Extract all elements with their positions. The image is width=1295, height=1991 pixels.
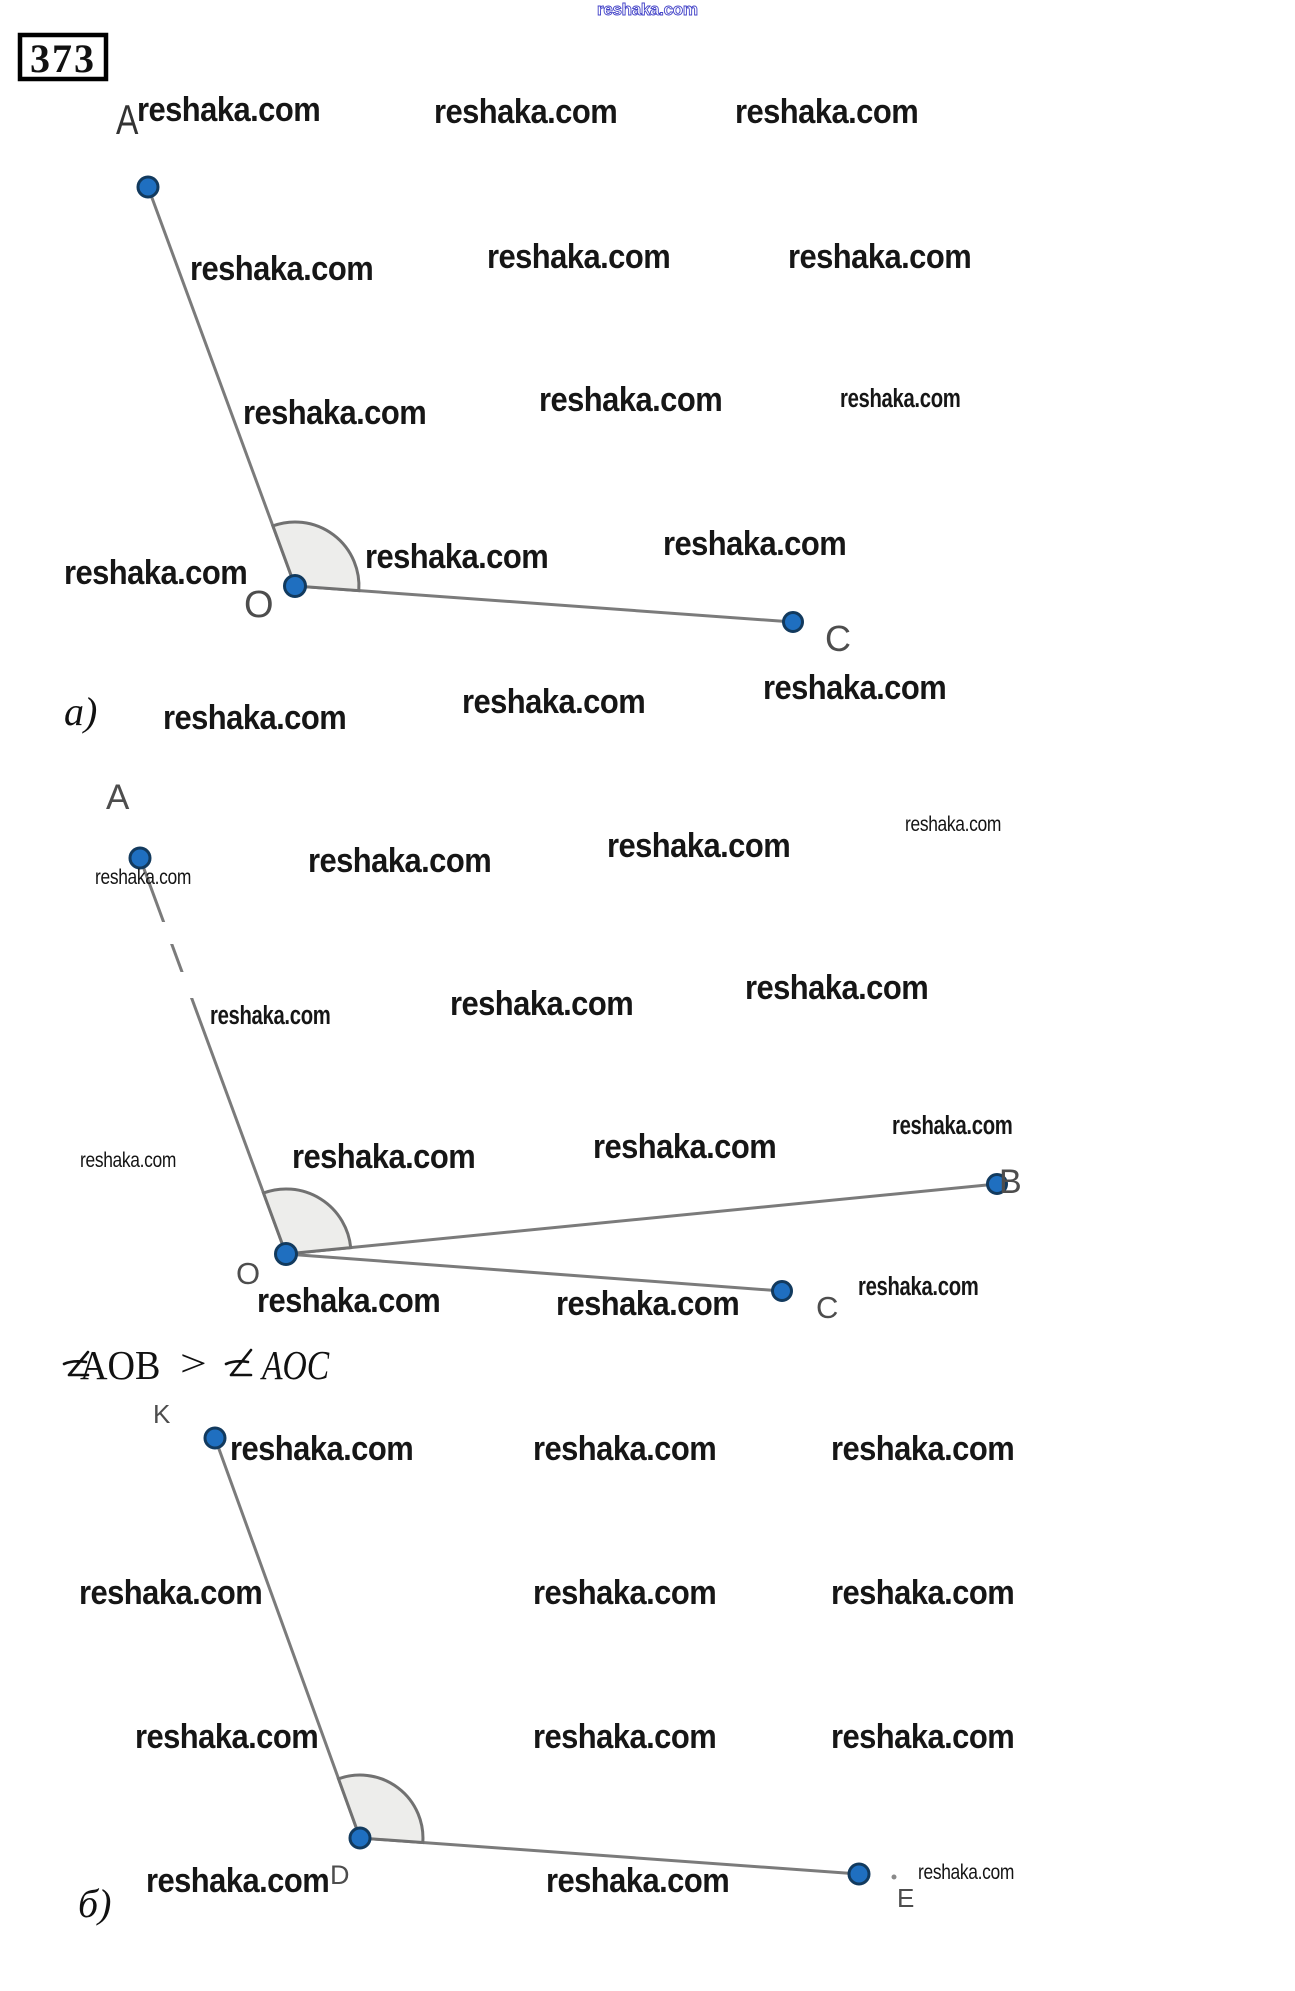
svg-text:O: O bbox=[244, 584, 274, 626]
svg-text:reshaka.com: reshaka.com bbox=[64, 554, 247, 592]
svg-text:reshaka.com: reshaka.com bbox=[365, 538, 548, 576]
svg-text:reshaka.com: reshaka.com bbox=[918, 1862, 1014, 1885]
svg-text:D: D bbox=[330, 1860, 350, 1890]
svg-text:reshaka.com: reshaka.com bbox=[597, 0, 698, 19]
svg-text:C: C bbox=[825, 618, 851, 659]
svg-text:reshaka.com: reshaka.com bbox=[892, 1111, 1012, 1140]
svg-text:reshaka.com: reshaka.com bbox=[840, 384, 960, 413]
svg-text:reshaka.com: reshaka.com bbox=[831, 1574, 1014, 1612]
svg-text:K: K bbox=[153, 1399, 171, 1429]
svg-text:reshaka.com: reshaka.com bbox=[308, 842, 491, 880]
svg-text:reshaka.com: reshaka.com bbox=[763, 669, 946, 707]
svg-text:AOC: AOC bbox=[259, 1344, 330, 1389]
svg-text:reshaka.com: reshaka.com bbox=[607, 827, 790, 865]
svg-text:B: B bbox=[999, 1163, 1022, 1201]
svg-text:reshaka.com: reshaka.com bbox=[163, 699, 346, 737]
svg-text:373: 373 bbox=[30, 36, 96, 81]
svg-text:reshaka.com: reshaka.com bbox=[533, 1574, 716, 1612]
svg-text:reshaka.com: reshaka.com bbox=[257, 1282, 440, 1320]
svg-text:reshaka.com: reshaka.com bbox=[533, 1718, 716, 1756]
svg-text:A: A bbox=[116, 98, 139, 144]
svg-text:>: > bbox=[180, 1343, 207, 1385]
svg-text:reshaka.com: reshaka.com bbox=[135, 1718, 318, 1756]
svg-text:reshaka.com: reshaka.com bbox=[243, 394, 426, 432]
svg-text:reshaka.com: reshaka.com bbox=[434, 93, 617, 131]
svg-text:AOB: AOB bbox=[80, 1343, 160, 1389]
svg-text:reshaka.com: reshaka.com bbox=[905, 814, 1001, 837]
svg-text:reshaka.com: reshaka.com bbox=[663, 525, 846, 563]
svg-text:б): б) bbox=[78, 1881, 111, 1926]
svg-text:reshaka.com: reshaka.com bbox=[735, 93, 918, 131]
svg-text:reshaka.com: reshaka.com bbox=[210, 1001, 330, 1030]
svg-text:reshaka.com: reshaka.com bbox=[745, 969, 928, 1007]
svg-text:reshaka.com: reshaka.com bbox=[230, 1430, 413, 1468]
svg-text:reshaka.com: reshaka.com bbox=[788, 238, 971, 276]
svg-text:reshaka.com: reshaka.com bbox=[487, 238, 670, 276]
svg-text:reshaka.com: reshaka.com bbox=[556, 1285, 739, 1323]
svg-text:reshaka.com: reshaka.com bbox=[146, 1862, 329, 1900]
svg-text:reshaka.com: reshaka.com bbox=[546, 1862, 729, 1900]
svg-text:reshaka.com: reshaka.com bbox=[137, 91, 320, 129]
svg-text:reshaka.com: reshaka.com bbox=[95, 867, 191, 890]
svg-text:reshaka.com: reshaka.com bbox=[539, 381, 722, 419]
svg-text:reshaka.com: reshaka.com bbox=[831, 1718, 1014, 1756]
svg-text:reshaka.com: reshaka.com bbox=[190, 250, 373, 288]
svg-text:E: E bbox=[897, 1883, 914, 1913]
svg-text:reshaka.com: reshaka.com bbox=[292, 1138, 475, 1176]
svg-text:O: O bbox=[236, 1256, 260, 1291]
svg-text:reshaka.com: reshaka.com bbox=[462, 683, 645, 721]
svg-text:A: A bbox=[106, 778, 130, 817]
svg-text:reshaka.com: reshaka.com bbox=[858, 1272, 978, 1301]
svg-text:reshaka.com: reshaka.com bbox=[450, 985, 633, 1023]
svg-text:C: C bbox=[816, 1290, 838, 1325]
svg-text:reshaka.com: reshaka.com bbox=[831, 1430, 1014, 1468]
svg-text:reshaka.com: reshaka.com bbox=[533, 1430, 716, 1468]
svg-text:reshaka.com: reshaka.com bbox=[593, 1128, 776, 1166]
svg-text:reshaka.com: reshaka.com bbox=[79, 1574, 262, 1612]
svg-text:reshaka.com: reshaka.com bbox=[80, 1150, 176, 1173]
svg-text:а): а) bbox=[64, 689, 97, 734]
